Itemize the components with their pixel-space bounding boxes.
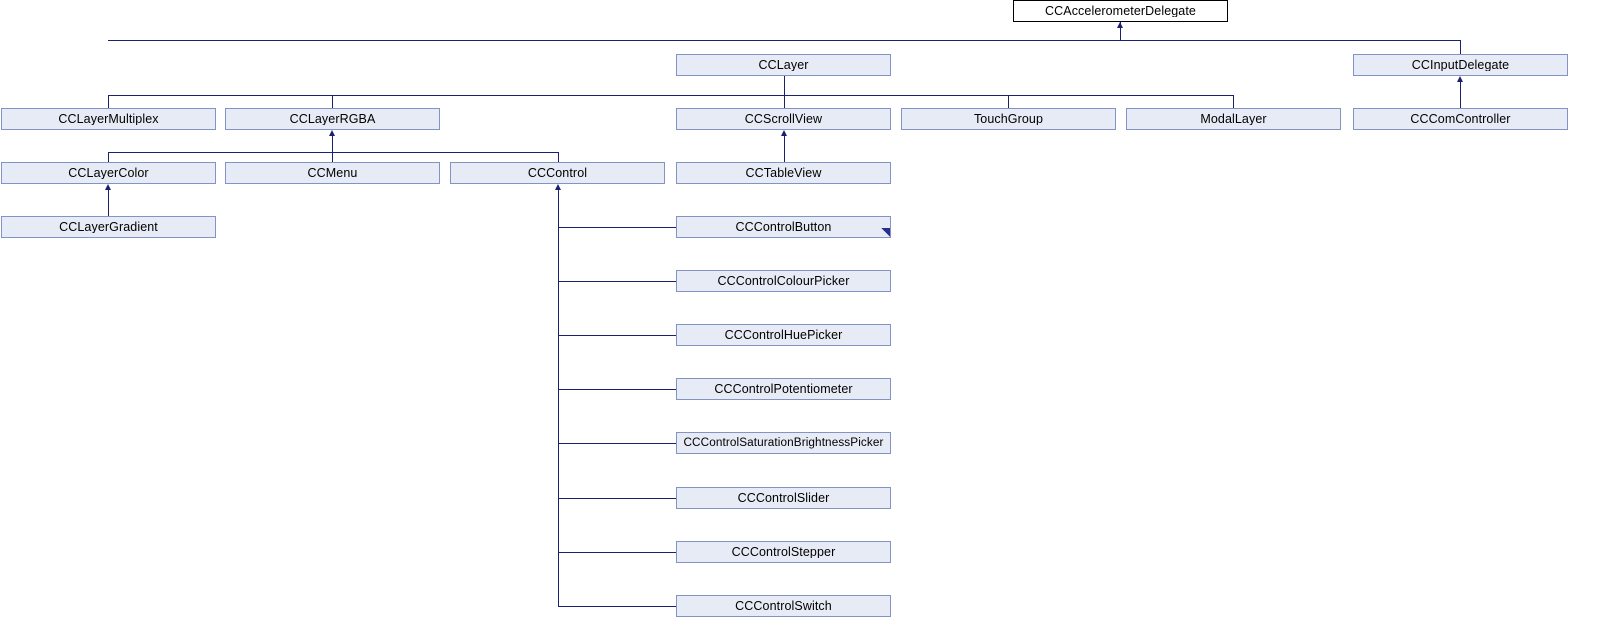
inheritance-arrow: [554, 184, 561, 190]
edge-segment: [1008, 95, 1009, 108]
class-node-label: CCLayerMultiplex: [58, 112, 159, 126]
class-node-label: CCControl: [527, 166, 588, 180]
inheritance-arrow: [1116, 22, 1123, 28]
class-node-ccmenu[interactable]: CCMenu: [225, 162, 440, 184]
class-node-ccinputdelegate[interactable]: CCInputDelegate: [1353, 54, 1568, 76]
class-node-label: CCControlSwitch: [735, 599, 832, 613]
class-node-label: TouchGroup: [973, 112, 1044, 126]
class-node-cccontrol[interactable]: CCControl: [450, 162, 665, 184]
expand-children-marker-icon[interactable]: [881, 228, 890, 237]
class-node-label: CCInputDelegate: [1411, 58, 1510, 72]
class-node-cclayergradient[interactable]: CCLayerGradient: [1, 216, 216, 238]
class-node-label: ModalLayer: [1200, 112, 1267, 126]
edge-segment: [108, 40, 1121, 41]
edge-segment: [332, 152, 333, 162]
class-node-cclayercolor[interactable]: CCLayerColor: [1, 162, 216, 184]
inheritance-arrow: [328, 130, 335, 136]
edge-segment: [558, 152, 559, 162]
class-node-label: CCLayerColor: [68, 166, 149, 180]
edge-segment: [558, 281, 676, 282]
class-node-label: CCControlSlider: [737, 491, 830, 505]
edge-segment: [784, 76, 785, 96]
class-node-label: CCLayerGradient: [59, 220, 158, 234]
edge-segment: [558, 335, 676, 336]
class-node-touchgroup[interactable]: TouchGroup: [901, 108, 1116, 130]
edge-segment: [558, 498, 676, 499]
edge-segment: [108, 95, 1234, 96]
class-node-cclayerrgba[interactable]: CCLayerRGBA: [225, 108, 440, 130]
edge-segment: [108, 152, 558, 153]
edge-segment: [784, 136, 785, 162]
class-node-label: CCAccelerometerDelegate: [1045, 4, 1196, 18]
edge-segment: [108, 152, 109, 162]
edge-segment: [558, 227, 676, 228]
edge-segment: [108, 95, 109, 108]
class-node-ccaccelerometerdelegate[interactable]: CCAccelerometerDelegate: [1013, 0, 1228, 22]
class-node-label: CCControlStepper: [731, 545, 836, 559]
class-node-cccontrolpotentiometer[interactable]: CCControlPotentiometer: [676, 378, 891, 400]
class-node-label: CCControlSaturationBrightnessPicker: [683, 437, 884, 449]
class-node-label: CCComController: [1410, 112, 1511, 126]
class-node-cclayermultiplex[interactable]: CCLayerMultiplex: [1, 108, 216, 130]
class-node-label: CCControlButton: [735, 220, 832, 234]
edge-segment: [332, 136, 333, 152]
edge-segment: [1233, 95, 1234, 108]
class-node-label: CCLayerRGBA: [289, 112, 376, 126]
class-node-label: CCControlHuePicker: [724, 328, 843, 342]
edge-segment: [558, 443, 676, 444]
class-node-cccontrolstepper[interactable]: CCControlStepper: [676, 541, 891, 563]
class-node-cclayer[interactable]: CCLayer: [676, 54, 891, 76]
class-node-label: CCLayer: [758, 58, 809, 72]
class-node-label: CCScrollView: [744, 112, 823, 126]
edge-segment: [108, 190, 109, 216]
edge-segment: [1120, 22, 1121, 40]
class-node-cccontrolslider[interactable]: CCControlSlider: [676, 487, 891, 509]
edge-segment: [558, 389, 676, 390]
class-node-label: CCMenu: [307, 166, 358, 180]
class-node-ccscrollview[interactable]: CCScrollView: [676, 108, 891, 130]
inheritance-arrow: [1456, 76, 1463, 82]
edge-segment: [1120, 40, 1461, 41]
edge-segment: [784, 95, 785, 108]
inheritance-arrow: [780, 130, 787, 136]
edge-segment: [332, 95, 333, 108]
inheritance-arrow: [104, 184, 111, 190]
edge-segment: [558, 190, 559, 607]
class-node-cctableview[interactable]: CCTableView: [676, 162, 891, 184]
class-node-label: CCControlColourPicker: [717, 274, 850, 288]
class-node-cccontrolhuepicker[interactable]: CCControlHuePicker: [676, 324, 891, 346]
edge-segment: [558, 552, 676, 553]
edge-segment: [1460, 40, 1461, 54]
class-node-cccontrolcolourpicker[interactable]: CCControlColourPicker: [676, 270, 891, 292]
class-node-cccontrolbutton[interactable]: CCControlButton: [676, 216, 891, 238]
edge-segment: [1460, 82, 1461, 108]
class-node-label: CCControlPotentiometer: [714, 382, 853, 396]
edge-segment: [558, 606, 676, 607]
class-node-cccontrolsaturationbrightnesspicker[interactable]: CCControlSaturationBrightnessPicker: [676, 432, 891, 454]
class-node-label: CCTableView: [745, 166, 822, 180]
class-node-cccontrolswitch[interactable]: CCControlSwitch: [676, 595, 891, 617]
class-node-cccomcontroller[interactable]: CCComController: [1353, 108, 1568, 130]
class-node-modallayer[interactable]: ModalLayer: [1126, 108, 1341, 130]
